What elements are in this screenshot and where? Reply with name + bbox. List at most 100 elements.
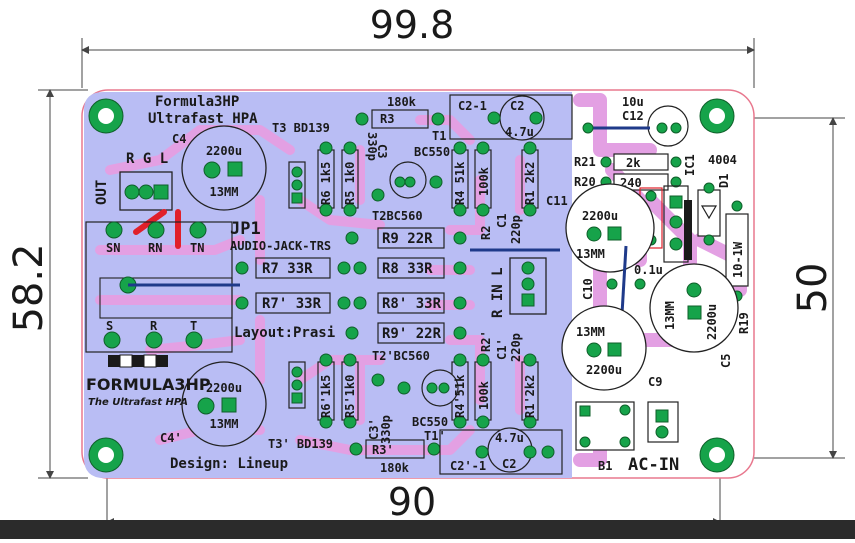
c12-wire-pad	[582, 122, 594, 134]
r21-pad-a	[600, 156, 612, 168]
copper-traces-board	[95, 115, 525, 455]
logo-text: FORMULA3HP	[86, 375, 211, 394]
ac-in-label: AC-IN	[628, 455, 679, 475]
out-connector-outline	[119, 171, 173, 211]
t1-pad-b	[404, 176, 416, 188]
r1p-label: R1'2k2	[523, 375, 537, 418]
c5-value: 2200u	[705, 304, 719, 340]
r4-pad-b	[453, 203, 467, 217]
t3p-pad-2	[291, 379, 303, 391]
t1p-pad	[397, 381, 411, 395]
c12-label: C12	[622, 109, 644, 123]
r100k-pad-a	[476, 141, 490, 155]
r21-value: 2k	[626, 156, 641, 170]
r4p-pad-a	[453, 353, 467, 367]
c1-value: 220p	[509, 215, 523, 244]
r1-label: R1 2k2	[523, 162, 537, 205]
c10-pad-a	[606, 278, 618, 290]
jp1-label: JP1	[230, 219, 261, 239]
r3p-label: R3'	[372, 443, 394, 457]
r8p-pad-a	[353, 296, 367, 310]
r6p-label: R6'1k5	[319, 375, 333, 418]
jack-pad-s	[103, 331, 121, 349]
right-height-dimension: 50	[790, 263, 836, 314]
r2-label: R2	[479, 226, 493, 240]
t3p-pad-1	[291, 366, 303, 378]
c4p-value: 2200u	[206, 381, 242, 395]
t1-pad-c	[429, 175, 443, 189]
c5-label: C5	[719, 354, 733, 368]
r1p-pad-a	[523, 353, 537, 367]
r9-pad-a	[345, 231, 359, 245]
c11-pad	[586, 226, 602, 242]
c1-label: C1	[495, 214, 509, 228]
input-pad-r	[521, 261, 535, 275]
jack-t: T	[190, 319, 197, 333]
r1-pad-b	[523, 203, 537, 217]
r21-outline	[613, 153, 669, 171]
input-connector-outline	[509, 257, 547, 315]
r7p-pad-a	[235, 296, 249, 310]
c1p-value: 220p	[509, 333, 523, 362]
d3-pad-a	[645, 190, 657, 202]
c-lower-pad-square	[607, 342, 622, 357]
c2-label: C2	[510, 99, 524, 113]
r9p-pad-a	[345, 326, 359, 340]
bc550-label: BC550	[414, 145, 450, 159]
c10-pad-b	[634, 278, 646, 290]
ic1-value: 4004	[708, 153, 737, 167]
jack-s: S	[106, 319, 113, 333]
c2p-label: C2	[502, 457, 516, 471]
r8p-outline	[377, 292, 445, 314]
reg-pad-3	[669, 237, 683, 251]
c11-size: 13MM	[576, 247, 605, 261]
reg-pad-1	[669, 195, 683, 209]
r100kp-pad-b	[476, 415, 490, 429]
jack-pad-tn	[189, 221, 207, 239]
t3-pad-3	[291, 192, 303, 204]
out-label: OUT	[94, 180, 110, 205]
r5-label: R5 1k0	[343, 162, 357, 205]
jack-pad-sn	[105, 221, 123, 239]
t3p-label: T3' BD139	[268, 437, 333, 451]
audio-jack-label: AUDIO-JACK-TRS	[230, 239, 331, 253]
r6-label: R6 1k5	[319, 162, 333, 205]
reg-pad-2	[669, 215, 683, 229]
c-lower-outline	[561, 305, 647, 391]
c5-pad	[686, 282, 702, 298]
c3p-label: C3'	[367, 418, 381, 440]
c2p-value: 4.7u	[495, 431, 524, 445]
c2p-pad-b	[523, 445, 537, 459]
t3-pad-2	[291, 179, 303, 191]
r6-pad-a	[319, 141, 333, 155]
r19-outline	[725, 213, 749, 287]
t1p-label: T1'	[424, 429, 446, 443]
c2-pad-b	[529, 111, 543, 125]
r100kp-pad-a	[476, 353, 490, 367]
input-pad-l	[521, 293, 535, 307]
r100k-label: 100k	[477, 166, 491, 196]
d1-symbol	[700, 205, 718, 220]
jack-pad-r	[145, 331, 163, 349]
regulator-tab	[684, 200, 692, 260]
r4-label: R4 51k	[453, 161, 467, 205]
c4-pad-square	[227, 161, 243, 177]
c3-value: 330p	[365, 132, 379, 161]
c10-value: 0.1u	[634, 263, 663, 277]
r7-pad-b	[337, 261, 351, 275]
r7-label: R7 33R	[262, 261, 313, 277]
d1-pad-b	[703, 234, 715, 246]
audio-jack-body	[99, 277, 233, 319]
r7p-label: R7' 33R	[262, 296, 322, 312]
b1-pad-3	[579, 436, 591, 448]
r8p-pad-b	[453, 296, 467, 310]
r5p-label: R5'1k0	[343, 375, 357, 418]
c9-label: C9	[648, 375, 662, 389]
rgl-label: R G L	[126, 151, 168, 167]
c2p-1-label: C2'-1	[450, 459, 486, 473]
r8p-label: R8' 33R	[382, 296, 442, 312]
jack-tn: TN	[190, 241, 204, 255]
c12-pad-b	[670, 122, 682, 134]
c5-pad-square	[687, 305, 702, 320]
